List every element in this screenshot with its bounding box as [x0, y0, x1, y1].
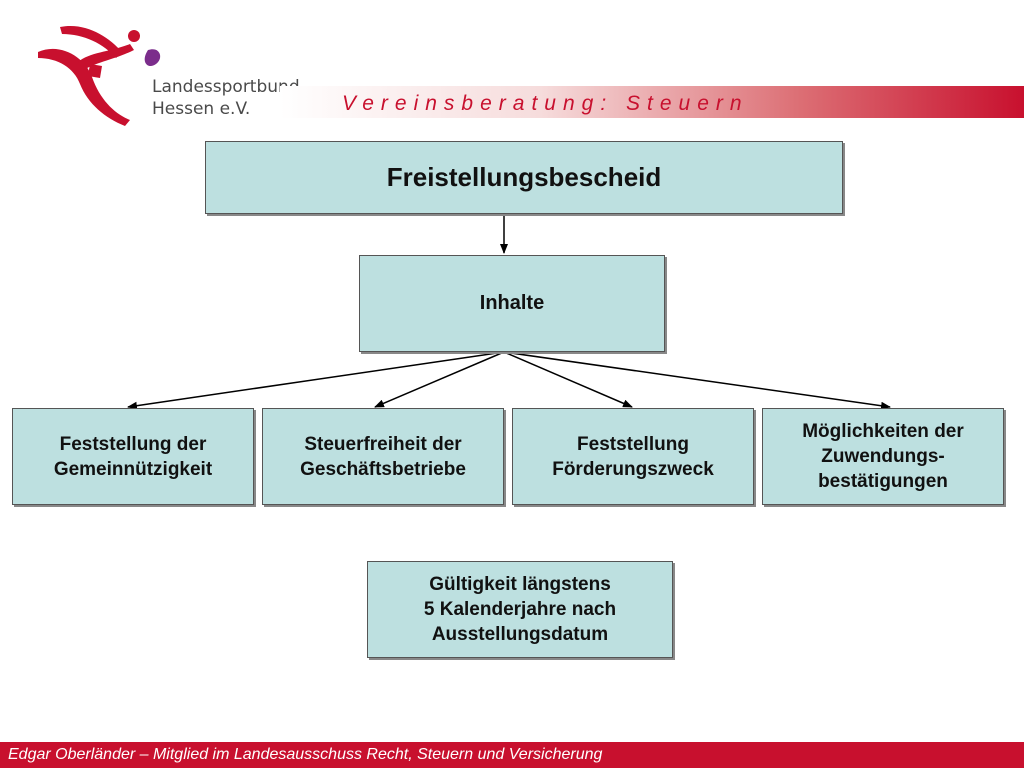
org-name-line1: Landessportbund: [152, 77, 300, 97]
arrow-contents-to-child-4: [503, 351, 891, 410]
page-title: Vereinsberatung: Steuern: [342, 92, 749, 115]
node-main-label: Freistellungsbescheid: [386, 162, 662, 192]
node-child-label: Steuerfreiheit der Geschäftsbetriebe: [300, 433, 466, 480]
node-inhalte: Inhalte: [359, 255, 665, 352]
node-zuwendungsbestaetigungen: Möglichkeiten der Zuwendungs- bestätigun…: [762, 408, 1004, 505]
org-name-line2: Hessen e.V.: [152, 99, 251, 119]
footer-bar: Edgar Oberländer – Mitglied im Landesaus…: [0, 742, 1024, 768]
node-child-label: Möglichkeiten der Zuwendungs- bestätigun…: [802, 421, 964, 492]
node-geschaeftsbetriebe: Steuerfreiheit der Geschäftsbetriebe: [262, 408, 504, 505]
node-contents-label: Inhalte: [479, 292, 545, 314]
header-gradient-bar: [280, 86, 1024, 118]
footer-text: Edgar Oberländer – Mitglied im Landesaus…: [8, 746, 603, 763]
arrow-contents-to-child-2: [374, 351, 505, 408]
node-child-label: Feststellung der Gemeinnützigkeit: [53, 433, 213, 480]
org-name: Landessportbund Hessen e.V.: [152, 76, 300, 120]
arrow-contents-to-child-3: [503, 351, 633, 408]
arrow-contents-to-child-1: [127, 351, 505, 410]
lsb-logo-icon: [38, 25, 161, 126]
node-gueltigkeit: Gültigkeit längstens 5 Kalenderjahre nac…: [367, 561, 673, 658]
node-gemeinnuetzigkeit: Feststellung der Gemeinnützigkeit: [12, 408, 254, 505]
node-child-label: Feststellung Förderungszweck: [552, 433, 714, 480]
node-freistellungsbescheid: Freistellungsbescheid: [205, 141, 843, 214]
node-foerderungszweck: Feststellung Förderungszweck: [512, 408, 754, 505]
node-validity-label: Gültigkeit längstens 5 Kalenderjahre nac…: [423, 574, 617, 645]
